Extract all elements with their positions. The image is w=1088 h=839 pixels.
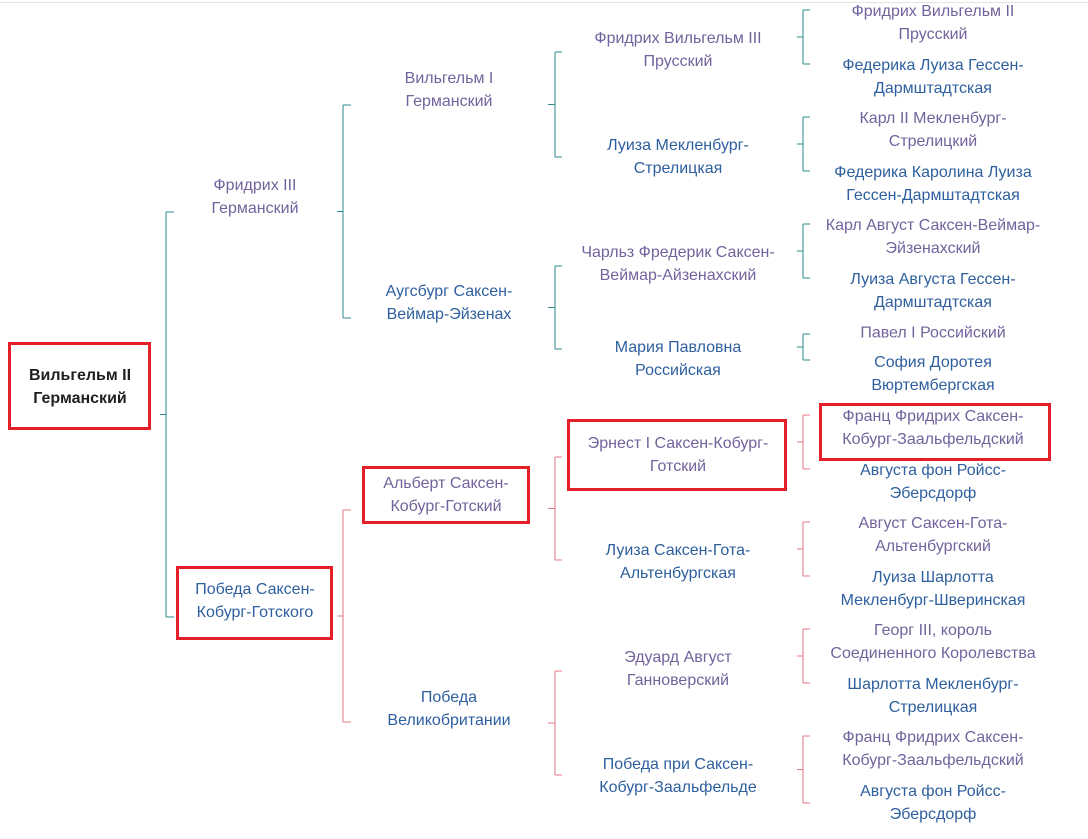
top-divider xyxy=(0,2,1088,3)
person-node-mother-father-father-mother[interactable]: Августа фон Ройсс-Эберсдорф xyxy=(860,462,1006,502)
person-node-mother-mother-mother-mother[interactable]: Августа фон Ройсс-Эберсдорф xyxy=(860,783,1006,823)
person-node-mother-mother-mother[interactable]: Победа при Саксен-Кобург-Заальфельде xyxy=(599,756,757,796)
highlight-box-root xyxy=(8,342,151,430)
person-node-father-mother-father[interactable]: Чарльз Фредерик Саксен-Веймар-Айзенахски… xyxy=(581,244,775,284)
person-node-father-mother[interactable]: Аугсбург Саксен-Веймар-Эйзенах xyxy=(385,283,513,323)
highlight-box-mother xyxy=(176,566,333,640)
person-node-mother-mother-mother-father[interactable]: Франц Фридрих Саксен-Кобург-Заальфельдск… xyxy=(842,729,1024,769)
person-node-mother-mother-father-mother[interactable]: Шарлотта Мекленбург-Стрелицкая xyxy=(847,676,1019,716)
person-node-father-mother-father-mother[interactable]: Луиза Августа Гессен-Дармштадтская xyxy=(850,271,1016,311)
person-node-father-father-father-mother[interactable]: Федерика Луиза Гессен-Дармштадтская xyxy=(842,57,1024,97)
person-node-mother-father[interactable]: Альберт Саксен-Кобург-Готский xyxy=(383,475,509,515)
highlight-box-franz-friedrich xyxy=(819,403,1051,461)
highlight-box-maternal-grandfather xyxy=(362,466,530,524)
person-node-father-father-mother[interactable]: Луиза Мекленбург-Стрелицкая xyxy=(607,137,749,177)
person-node-mother-father-father[interactable]: Эрнест I Саксен-Кобург-Готский xyxy=(587,435,769,475)
person-node-father-mother-father-father[interactable]: Карл Август Саксен-Веймар-Эйзенахский xyxy=(825,217,1041,257)
person-node-mother-father-mother[interactable]: Луиза Саксен-Гота-Альтенбургская xyxy=(605,542,751,582)
highlight-box-ernest-i xyxy=(567,419,787,491)
person-node-mother[interactable]: Победа Саксен-Кобург-Готского xyxy=(195,581,315,621)
person-node-mother-father-father-father[interactable]: Франц Фридрих Саксен-Кобург-Заальфельдск… xyxy=(842,408,1024,448)
person-node-father-mother-mother-father[interactable]: Павел I Российский xyxy=(860,324,1006,342)
person-node-father-father-mother-father[interactable]: Карл II Мекленбург-Стрелицкий xyxy=(859,110,1007,150)
person-node-mother-father-mother-father[interactable]: Август Саксен-Гота-Альтенбургский xyxy=(858,515,1008,555)
